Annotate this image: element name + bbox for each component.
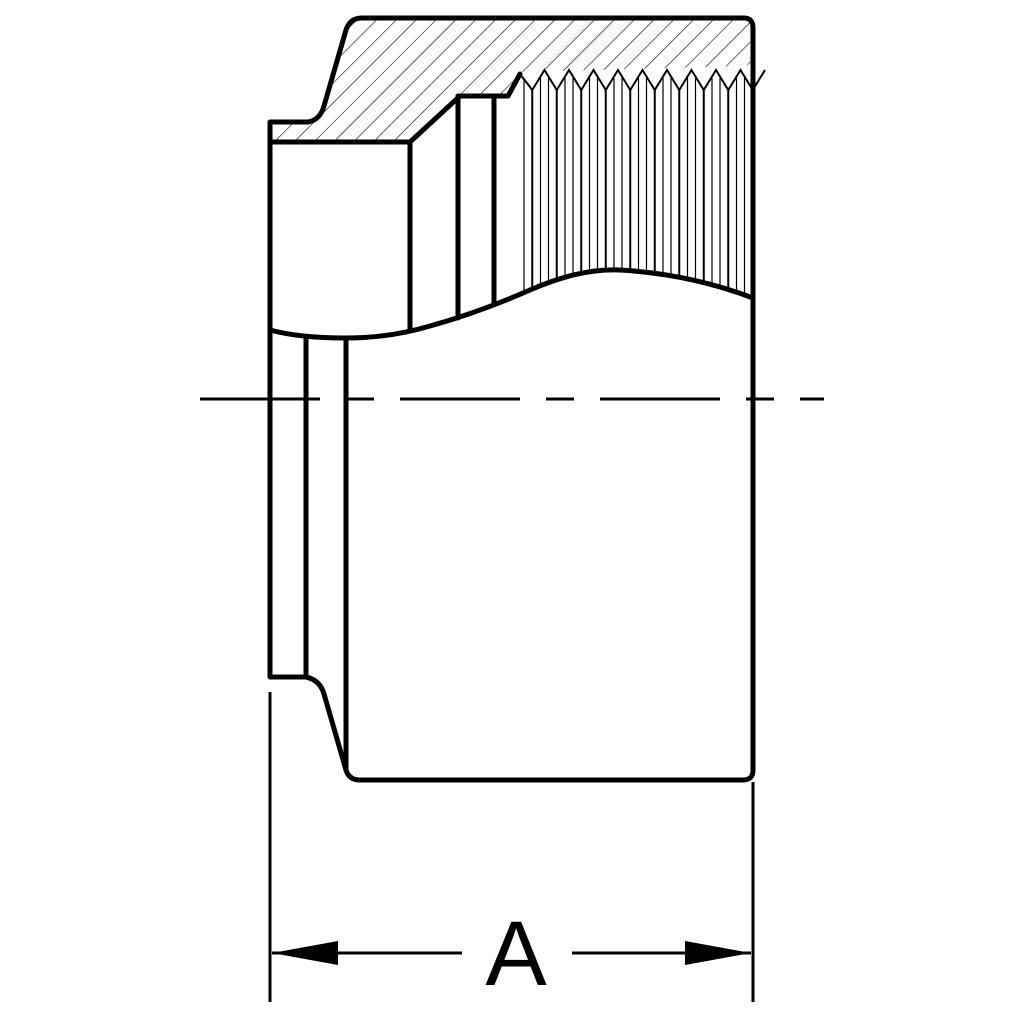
thread-crest [519, 68, 766, 92]
outer-body-outline [267, 15, 756, 783]
section-break-curve [267, 267, 756, 341]
arrowhead-left [272, 941, 338, 965]
arrowhead-right [685, 941, 751, 965]
thread-lines [523, 78, 746, 295]
hatched-section [270, 18, 753, 140]
bore-outline [267, 139, 413, 333]
dimension-label: A [485, 903, 547, 1005]
chamfer [407, 71, 523, 145]
